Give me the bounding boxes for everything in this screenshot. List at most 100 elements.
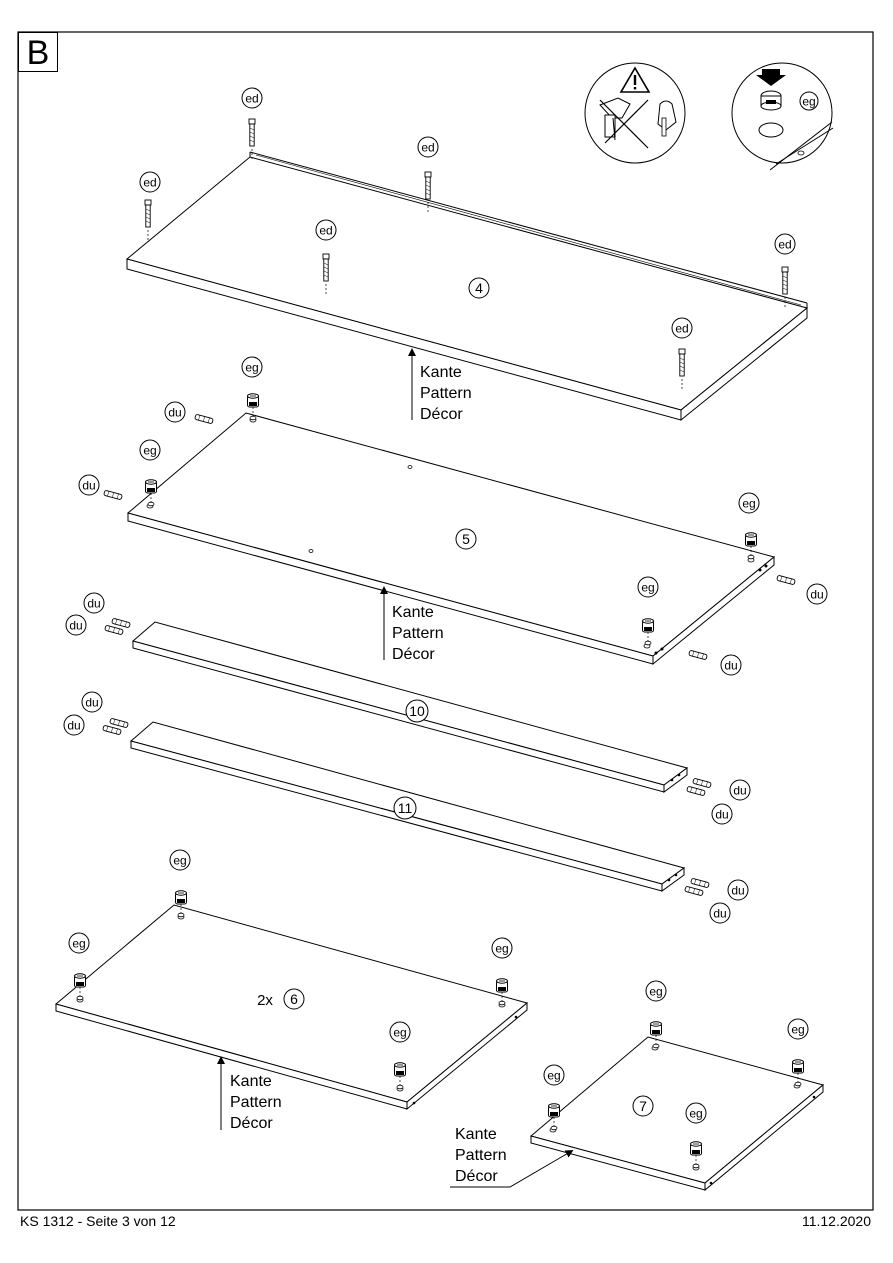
svg-text:ed: ed — [778, 238, 791, 252]
svg-text:eg: eg — [495, 942, 508, 956]
ed-tag: ed — [139, 171, 161, 193]
svg-text:du: du — [67, 719, 80, 733]
svg-text:du: du — [733, 784, 746, 798]
svg-text:6: 6 — [290, 991, 298, 1007]
du-tag: du — [711, 803, 733, 825]
edge-label-line: Décor — [392, 646, 435, 663]
edge-label-line: Pattern — [392, 625, 444, 642]
eg-tag: eg — [169, 849, 191, 871]
edge-label-line: Pattern — [230, 1094, 282, 1111]
svg-text:du: du — [82, 479, 95, 493]
svg-text:eg: eg — [393, 1026, 406, 1040]
svg-text:du: du — [731, 884, 744, 898]
eg-label: eg — [802, 95, 815, 109]
svg-text:ed: ed — [319, 224, 332, 238]
document-date: 11.12.2020 — [801, 1213, 871, 1229]
panel-5 — [126, 412, 776, 666]
ed-tag: ed — [315, 219, 337, 241]
svg-text:eg: eg — [547, 1069, 560, 1083]
eg-tag: eg — [68, 932, 90, 954]
svg-text:eg: eg — [143, 444, 156, 458]
svg-text:ed: ed — [675, 322, 688, 336]
panel-7 — [529, 1036, 825, 1192]
du-tag: du — [727, 879, 749, 901]
svg-text:ed: ed — [143, 176, 156, 190]
edge-label: Kante Pattern Décor — [420, 362, 472, 425]
edge-label: Kante Pattern Décor — [455, 1124, 507, 1187]
eg-tag: eg — [491, 937, 513, 959]
page-frame — [17, 31, 874, 1211]
eg-tag: eg — [543, 1064, 565, 1086]
edge-label-line: Pattern — [420, 385, 472, 402]
ed-tag: ed — [671, 317, 693, 339]
no-power-drill-icon — [584, 62, 686, 164]
quantity-label: 2x — [257, 992, 273, 1009]
eg-tag: eg — [685, 1102, 707, 1124]
du-tag: du — [709, 902, 731, 924]
edge-label-line: Kante — [392, 604, 434, 621]
du-tag: du — [78, 474, 100, 496]
step-letter: B — [18, 32, 58, 72]
part-number-10: 10 — [405, 699, 429, 723]
edge-label: Kante Pattern Décor — [392, 602, 444, 665]
panel-4 — [125, 151, 809, 422]
eg-tag: eg — [139, 439, 161, 461]
ed-tag: ed — [241, 87, 263, 109]
svg-text:7: 7 — [639, 1098, 647, 1114]
svg-text:eg: eg — [689, 1107, 702, 1121]
svg-text:eg: eg — [641, 581, 654, 595]
svg-text:du: du — [85, 696, 98, 710]
eg-tag: eg — [389, 1021, 411, 1043]
part-number-4: 4 — [468, 277, 490, 299]
svg-text:4: 4 — [475, 280, 483, 296]
edge-label-line: Kante — [420, 364, 462, 381]
svg-text:du: du — [713, 907, 726, 921]
eg-tag: eg — [637, 576, 659, 598]
svg-text:eg: eg — [791, 1023, 804, 1037]
du-tag: du — [65, 614, 87, 636]
svg-text:eg: eg — [173, 854, 186, 868]
svg-text:du: du — [724, 659, 737, 673]
part-number-5: 5 — [455, 528, 477, 550]
eg-tag: eg — [645, 980, 667, 1002]
ed-tag: ed — [417, 136, 439, 158]
eg-tag: eg — [787, 1018, 809, 1040]
eg-tag: eg — [241, 356, 263, 378]
svg-text:du: du — [168, 406, 181, 420]
edge-label-line: Décor — [420, 406, 463, 423]
du-tag: du — [83, 592, 105, 614]
part-number-7: 7 — [632, 1095, 654, 1117]
svg-text:10: 10 — [409, 703, 425, 719]
edge-label-line: Kante — [455, 1126, 497, 1143]
part-number-11: 11 — [393, 796, 417, 820]
edge-label: Kante Pattern Décor — [230, 1071, 282, 1134]
svg-text:eg: eg — [72, 937, 85, 951]
svg-text:du: du — [69, 619, 82, 633]
eg-tag: eg — [738, 492, 760, 514]
svg-text:ed: ed — [245, 92, 258, 106]
cam-lock-insert-icon: eg — [731, 62, 834, 171]
svg-text:du: du — [810, 588, 823, 602]
svg-text:eg: eg — [649, 985, 662, 999]
part-number-6: 2x 6 — [257, 988, 305, 1010]
document-reference: KS 1312 - Seite 3 von 12 — [20, 1213, 176, 1229]
edge-arrow — [450, 1149, 574, 1188]
du-tag: du — [81, 691, 103, 713]
du-tag: du — [729, 779, 751, 801]
du-tag: du — [164, 401, 186, 423]
svg-text:ed: ed — [421, 141, 434, 155]
edge-label-line: Décor — [230, 1115, 273, 1132]
svg-text:11: 11 — [398, 800, 413, 816]
svg-text:eg: eg — [245, 361, 258, 375]
edge-label-line: Pattern — [455, 1147, 507, 1164]
edge-label-line: Décor — [455, 1168, 498, 1185]
svg-text:eg: eg — [742, 497, 755, 511]
ed-tag: ed — [774, 233, 796, 255]
svg-text:du: du — [715, 808, 728, 822]
svg-text:5: 5 — [462, 531, 470, 547]
edge-label-line: Kante — [230, 1073, 272, 1090]
du-tag: du — [720, 654, 742, 676]
svg-text:du: du — [87, 597, 100, 611]
du-tag: du — [63, 714, 85, 736]
